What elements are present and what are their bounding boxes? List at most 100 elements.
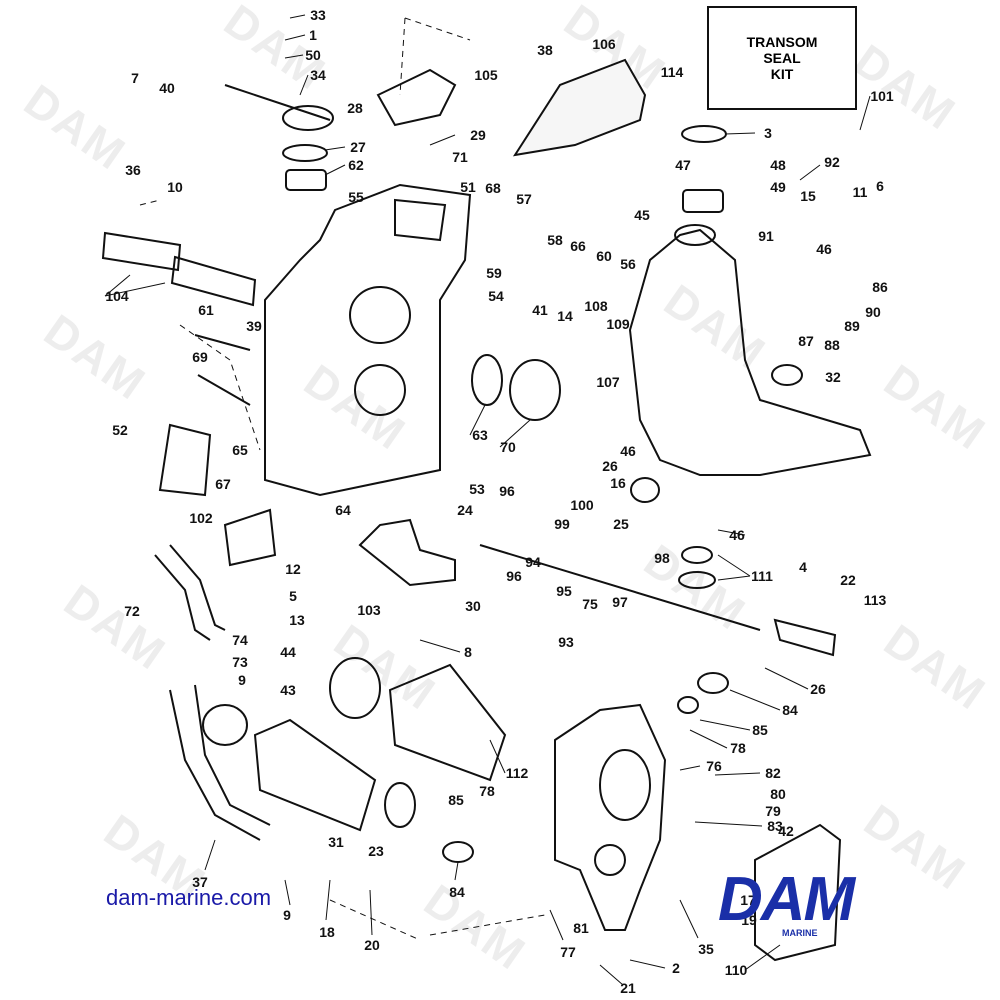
callout-13: 13 <box>289 612 305 628</box>
callout-19: 19 <box>741 912 757 928</box>
callout-21: 21 <box>620 980 636 996</box>
callout-97: 97 <box>612 594 628 610</box>
logo-subtext: MARINE <box>782 928 818 938</box>
callout-109: 109 <box>606 316 630 332</box>
callout-96: 96 <box>506 568 522 584</box>
callout-70: 70 <box>500 439 516 455</box>
callout-52: 52 <box>112 422 128 438</box>
callout-42: 42 <box>778 823 794 839</box>
callout-49: 49 <box>770 179 786 195</box>
callout-22: 22 <box>840 572 856 588</box>
callout-15: 15 <box>800 188 816 204</box>
exhaust-bellows <box>253 718 377 832</box>
callout-96: 96 <box>499 483 515 499</box>
callout-63: 63 <box>472 427 488 443</box>
callout-48: 48 <box>770 157 786 173</box>
callout-79: 79 <box>765 803 781 819</box>
callout-84: 84 <box>782 702 798 718</box>
callout-26: 26 <box>810 681 826 697</box>
callout-65: 65 <box>232 442 248 458</box>
callout-20: 20 <box>364 937 380 953</box>
callout-72: 72 <box>124 603 140 619</box>
callout-46: 46 <box>729 527 745 543</box>
callout-87: 87 <box>798 333 814 349</box>
callout-41: 41 <box>532 302 548 318</box>
callout-51: 51 <box>460 179 476 195</box>
callout-50: 50 <box>305 47 321 63</box>
kit-line-1: TRANSOM <box>746 34 818 50</box>
callout-9: 9 <box>283 907 291 923</box>
kit-line-3: KIT <box>770 66 794 82</box>
callout-40: 40 <box>159 80 175 96</box>
callout-59: 59 <box>486 265 502 281</box>
top-cover <box>512 58 647 157</box>
callout-11: 11 <box>852 184 868 200</box>
callout-76: 76 <box>706 758 722 774</box>
callout-31: 31 <box>328 834 344 850</box>
callout-101: 101 <box>870 88 894 104</box>
callout-46: 46 <box>816 241 832 257</box>
bell-housing <box>628 228 872 476</box>
callout-26: 26 <box>602 458 618 474</box>
callout-112: 112 <box>505 765 529 781</box>
callout-34: 34 <box>310 67 326 83</box>
callout-85: 85 <box>752 722 768 738</box>
callout-56: 56 <box>620 256 636 272</box>
callout-78: 78 <box>730 740 746 756</box>
callout-25: 25 <box>613 516 629 532</box>
callout-43: 43 <box>280 682 296 698</box>
callout-113: 113 <box>863 592 887 608</box>
callout-6: 6 <box>876 178 884 194</box>
callout-60: 60 <box>596 248 612 264</box>
callout-8: 8 <box>464 644 472 660</box>
callout-24: 24 <box>457 502 473 518</box>
callout-73: 73 <box>232 654 248 670</box>
callout-99: 99 <box>554 516 570 532</box>
u-joint-bellows <box>388 663 507 782</box>
callout-90: 90 <box>865 304 881 320</box>
callout-105: 105 <box>474 67 498 83</box>
callout-47: 47 <box>675 157 691 173</box>
callout-83: 83 <box>767 818 783 834</box>
callout-104: 104 <box>105 288 129 304</box>
callout-33: 33 <box>310 7 326 23</box>
callout-27: 27 <box>350 139 366 155</box>
callout-111: 111 <box>751 568 773 584</box>
kit-line-2: SEAL <box>763 50 801 66</box>
callout-98: 98 <box>654 550 670 566</box>
callout-39: 39 <box>246 318 262 334</box>
callout-80: 80 <box>770 786 786 802</box>
gimbal-housing <box>264 183 472 497</box>
callout-30: 30 <box>465 598 481 614</box>
callout-86: 86 <box>872 279 888 295</box>
callout-103: 103 <box>357 602 381 618</box>
callout-28: 28 <box>347 100 363 116</box>
callout-89: 89 <box>844 318 860 334</box>
logo-text: DAM <box>718 865 855 934</box>
callout-16: 16 <box>610 475 626 491</box>
callout-44: 44 <box>280 644 296 660</box>
callout-58: 58 <box>547 232 563 248</box>
callout-35: 35 <box>698 941 714 957</box>
callout-38: 38 <box>537 42 553 58</box>
callout-29: 29 <box>470 127 486 143</box>
website-link[interactable]: dam-marine.com <box>106 885 272 910</box>
callout-102: 102 <box>189 510 213 526</box>
callout-62: 62 <box>348 157 364 173</box>
callout-4: 4 <box>799 559 807 575</box>
callout-10: 10 <box>167 179 183 195</box>
callout-77: 77 <box>560 944 576 960</box>
callout-84: 84 <box>449 884 465 900</box>
callout-92: 92 <box>824 154 840 170</box>
callout-14: 14 <box>557 308 573 324</box>
callout-2: 2 <box>672 960 680 976</box>
callout-75: 75 <box>582 596 598 612</box>
callout-46: 46 <box>620 443 636 459</box>
callout-91: 91 <box>758 228 774 244</box>
callout-108: 108 <box>584 298 608 314</box>
callout-93: 93 <box>558 634 574 650</box>
callout-53: 53 <box>469 481 485 497</box>
callout-55: 55 <box>348 189 364 205</box>
